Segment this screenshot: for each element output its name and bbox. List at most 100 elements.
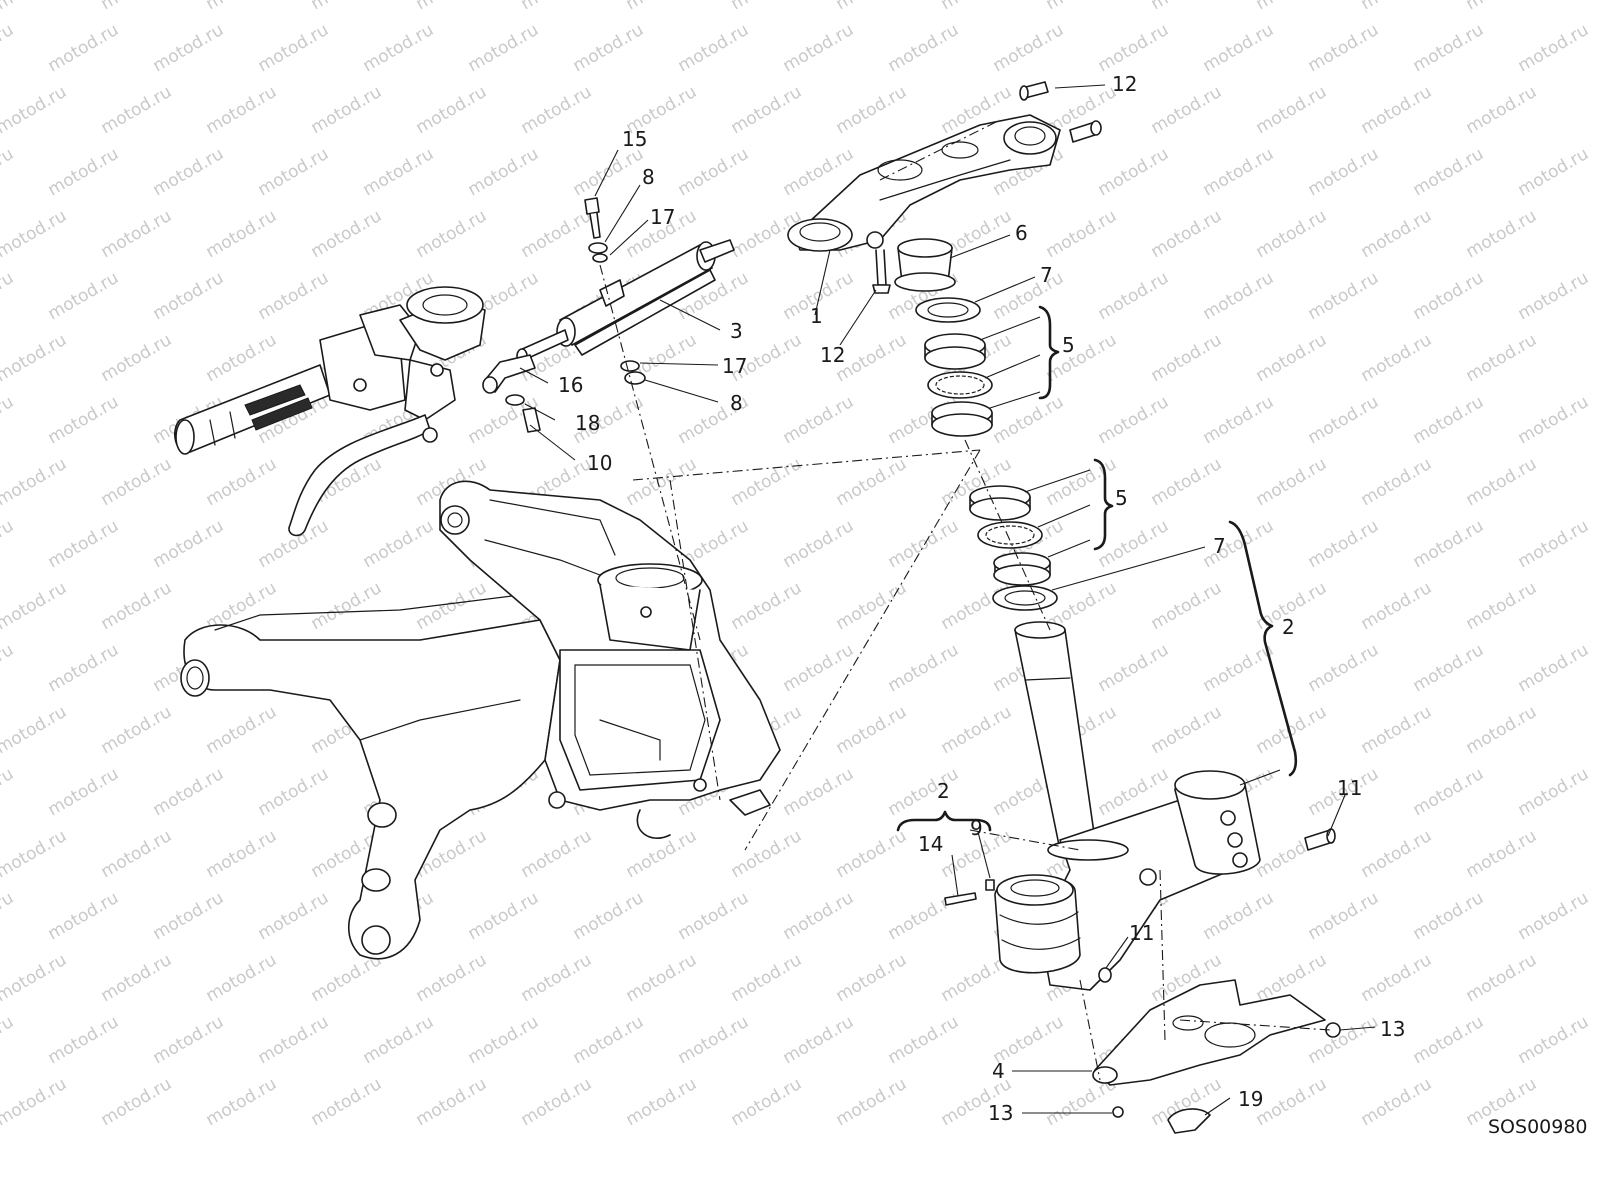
watermark-text: motod.ru bbox=[1305, 888, 1383, 944]
watermark-text: motod.ru bbox=[623, 950, 701, 1006]
callout-5: 5 bbox=[1115, 486, 1128, 510]
watermark-text: motod.ru bbox=[1253, 206, 1331, 262]
watermark-text: motod.ru bbox=[45, 392, 123, 448]
watermark-text: motod.ru bbox=[1463, 826, 1541, 882]
watermark-text: motod.ru bbox=[0, 1012, 17, 1068]
watermark-text: motod.ru bbox=[833, 950, 911, 1006]
watermark-text: motod.ru bbox=[623, 1074, 701, 1130]
watermark-text: motod.ru bbox=[1148, 0, 1226, 14]
watermark-text: motod.ru bbox=[255, 888, 333, 944]
watermark-text: motod.ru bbox=[0, 82, 70, 138]
watermark-text: motod.ru bbox=[1200, 392, 1278, 448]
callout-11: 11 bbox=[1129, 921, 1154, 945]
watermark-text: motod.ru bbox=[0, 826, 70, 882]
frame-part bbox=[180, 480, 781, 960]
watermark-text: motod.ru bbox=[833, 702, 911, 758]
watermark-text: motod.ru bbox=[1305, 392, 1383, 448]
watermark-text: motod.ru bbox=[0, 1074, 70, 1130]
watermark-text: motod.ru bbox=[465, 1012, 543, 1068]
callout-5: 5 bbox=[1062, 333, 1075, 357]
watermark-text: motod.ru bbox=[0, 640, 17, 696]
watermark-text: motod.ru bbox=[780, 764, 858, 820]
callout-9: 9 bbox=[970, 816, 983, 840]
watermark-text: motod.ru bbox=[0, 0, 70, 14]
watermark-text: motod.ru bbox=[1253, 0, 1331, 14]
watermark-text: motod.ru bbox=[1515, 268, 1593, 324]
callout-8: 8 bbox=[730, 391, 743, 415]
watermark-text: motod.ru bbox=[413, 1074, 491, 1130]
watermark-text: motod.ru bbox=[0, 392, 17, 448]
callout-11: 11 bbox=[1337, 776, 1362, 800]
watermark-text: motod.ru bbox=[990, 392, 1068, 448]
watermark-text: motod.ru bbox=[1200, 888, 1278, 944]
watermark-text: motod.ru bbox=[150, 888, 228, 944]
watermark-text: motod.ru bbox=[413, 206, 491, 262]
watermark-text: motod.ru bbox=[1410, 268, 1488, 324]
handlebar-part bbox=[174, 286, 486, 537]
watermark-text: motod.ru bbox=[1463, 950, 1541, 1006]
watermark-text: motod.ru bbox=[1148, 454, 1226, 510]
watermark-text: motod.ru bbox=[1095, 392, 1173, 448]
lower-yoke-part bbox=[944, 621, 1336, 991]
watermark-text: motod.ru bbox=[150, 1012, 228, 1068]
watermark-text: motod.ru bbox=[1410, 764, 1488, 820]
watermark-text: motod.ru bbox=[45, 20, 123, 76]
watermark-text: motod.ru bbox=[1463, 206, 1541, 262]
diagram-code: SOS00980 bbox=[1488, 1116, 1588, 1138]
callout-braces bbox=[896, 305, 1298, 832]
watermark-text: motod.ru bbox=[780, 888, 858, 944]
watermark-text: motod.ru bbox=[1515, 888, 1593, 944]
callout-17: 17 bbox=[650, 205, 675, 229]
watermark-text: motod.ru bbox=[1253, 1074, 1331, 1130]
watermark-text: motod.ru bbox=[675, 20, 753, 76]
watermark-text: motod.ru bbox=[1463, 454, 1541, 510]
callout-labels: 15 8 17 3 17 8 16 18 10 12 6 7 1 12 5 5 … bbox=[558, 72, 1405, 1125]
callout-2: 2 bbox=[937, 779, 950, 803]
watermark-text: motod.ru bbox=[833, 578, 911, 634]
watermark-text: motod.ru bbox=[1463, 82, 1541, 138]
watermark-text: motod.ru bbox=[1305, 640, 1383, 696]
watermark-text: motod.ru bbox=[675, 144, 753, 200]
watermark-text: motod.ru bbox=[990, 20, 1068, 76]
watermark-text: motod.ru bbox=[885, 20, 963, 76]
watermark-text: motod.ru bbox=[1358, 578, 1436, 634]
watermark-text: motod.ru bbox=[465, 144, 543, 200]
watermark-text: motod.ru bbox=[938, 702, 1016, 758]
watermark-text: motod.ru bbox=[98, 702, 176, 758]
watermark-text: motod.ru bbox=[1200, 516, 1278, 572]
cover-part bbox=[1092, 979, 1341, 1134]
watermark-text: motod.ru bbox=[308, 1074, 386, 1130]
watermark-text: motod.ru bbox=[1358, 206, 1436, 262]
watermark-text: motod.ru bbox=[1305, 516, 1383, 572]
watermark-text: motod.ru bbox=[98, 206, 176, 262]
watermark-text: motod.ru bbox=[0, 950, 70, 1006]
callout-12: 12 bbox=[1112, 72, 1137, 96]
watermark-text: motod.ru bbox=[0, 330, 70, 386]
watermark-text: motod.ru bbox=[1515, 392, 1593, 448]
watermark-text: motod.ru bbox=[150, 516, 228, 572]
watermark-text: motod.ru bbox=[203, 950, 281, 1006]
watermark-text: motod.ru bbox=[1358, 950, 1436, 1006]
watermark-text: motod.ru bbox=[203, 1074, 281, 1130]
watermark-text: motod.ru bbox=[98, 330, 176, 386]
watermark-text: motod.ru bbox=[255, 144, 333, 200]
watermark-text: motod.ru bbox=[1358, 454, 1436, 510]
watermark-text: motod.ru bbox=[98, 82, 176, 138]
watermark-text: motod.ru bbox=[0, 454, 70, 510]
callout-17: 17 bbox=[722, 354, 747, 378]
watermark-text: motod.ru bbox=[623, 0, 701, 14]
callout-leaders bbox=[519, 84, 1376, 1116]
watermark-text: motod.ru bbox=[990, 268, 1068, 324]
watermark-text: motod.ru bbox=[203, 82, 281, 138]
watermark-text: motod.ru bbox=[203, 330, 281, 386]
watermark-text: motod.ru bbox=[1253, 330, 1331, 386]
watermark-text: motod.ru bbox=[1358, 0, 1436, 14]
watermark-text: motod.ru bbox=[728, 1074, 806, 1130]
watermark-text: motod.ru bbox=[1358, 826, 1436, 882]
watermark-text: motod.ru bbox=[0, 764, 17, 820]
watermark-text: motod.ru bbox=[0, 206, 70, 262]
watermark-text: motod.ru bbox=[45, 640, 123, 696]
watermark-text: motod.ru bbox=[780, 392, 858, 448]
watermark-text: motod.ru bbox=[98, 578, 176, 634]
